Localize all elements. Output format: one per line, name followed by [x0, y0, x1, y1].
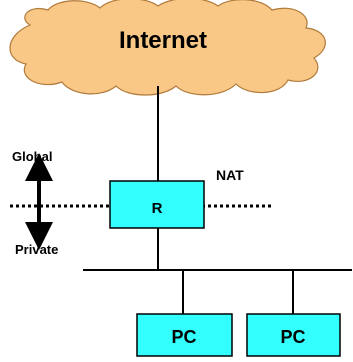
private-zone-label: Private [15, 242, 58, 257]
pc-host: PC [246, 313, 341, 357]
router-box [109, 180, 205, 229]
pc-label: PC [280, 327, 305, 347]
pc-box [246, 313, 341, 357]
pc-box [136, 313, 233, 357]
pc-host: PC [136, 313, 233, 357]
internet-cloud: Internet [9, 0, 326, 96]
router: R [109, 180, 205, 229]
nat-label: NAT [216, 167, 244, 183]
pc-label: PC [171, 327, 196, 347]
internet-label: Internet [119, 27, 207, 54]
router-label: R [152, 200, 163, 217]
global-zone-label: Global [12, 149, 52, 164]
cloud-shape [9, 0, 326, 96]
